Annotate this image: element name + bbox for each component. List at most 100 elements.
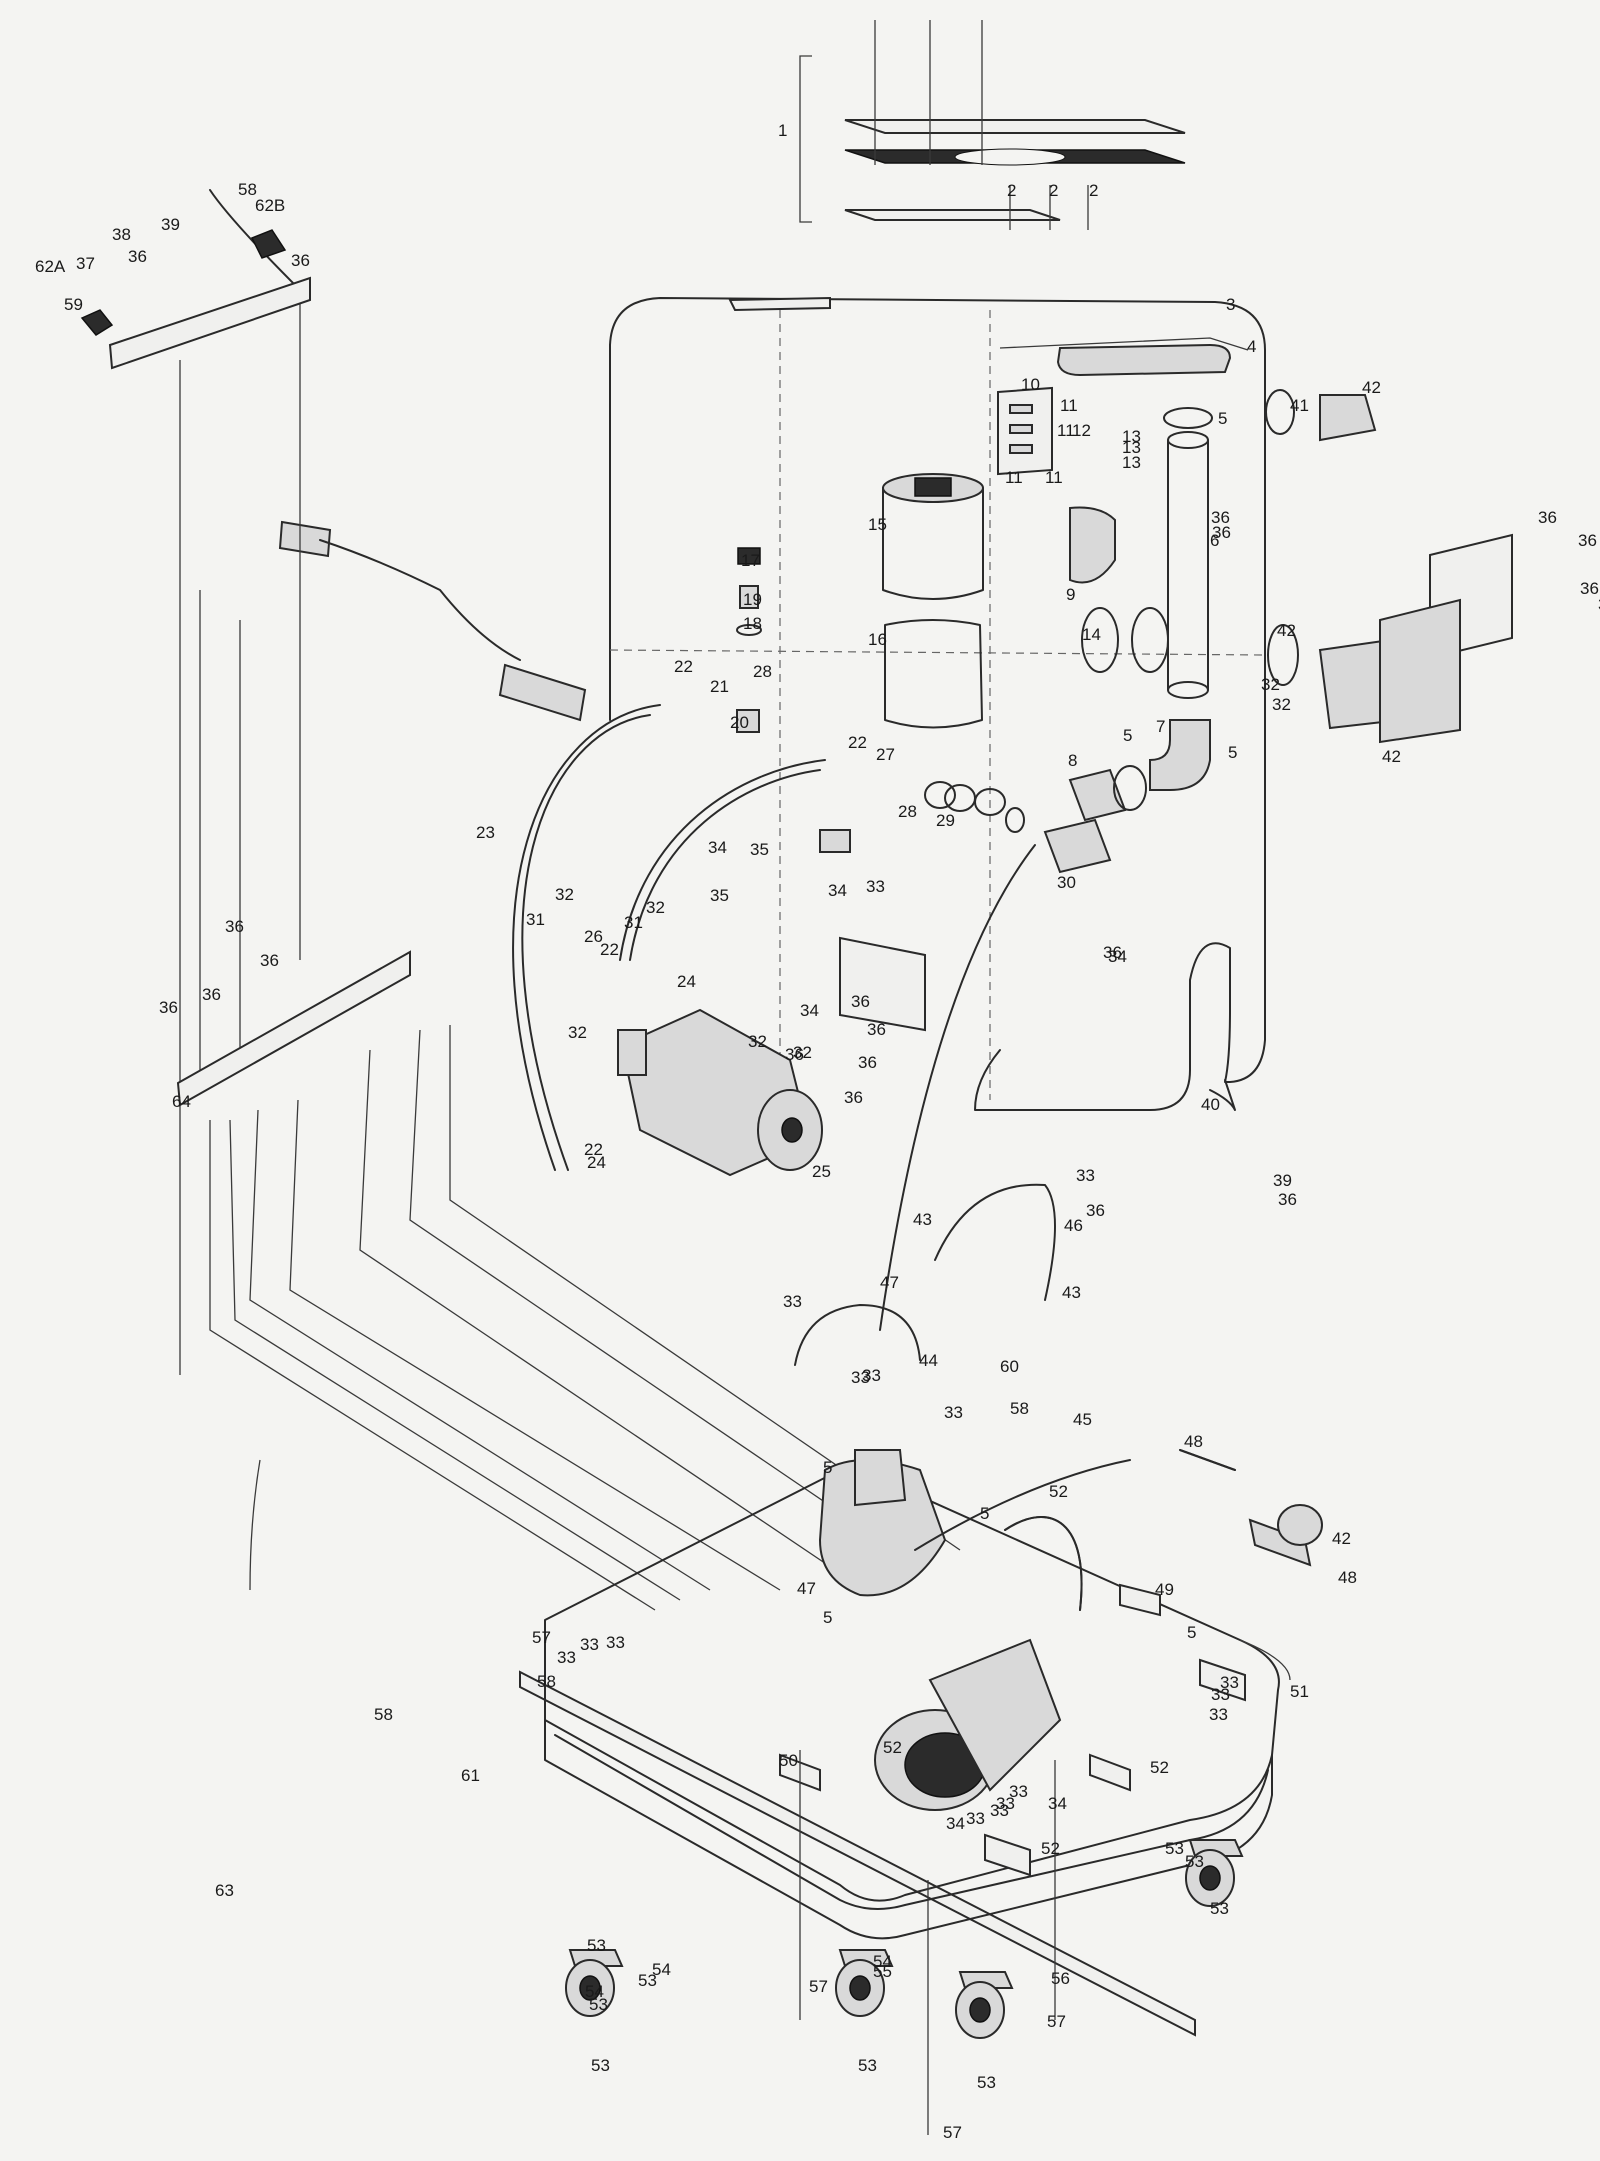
callout-label: 36 bbox=[1103, 943, 1122, 962]
callout-label: 52 bbox=[1041, 1839, 1060, 1858]
callout-label: 53 bbox=[587, 1936, 606, 1955]
callout-label: 52 bbox=[1049, 1482, 1068, 1501]
callout-label: 11 bbox=[1060, 396, 1078, 415]
callout-label: 22 bbox=[584, 1140, 603, 1159]
callout-label: 42 bbox=[1332, 1529, 1351, 1548]
callout-label: 54 bbox=[873, 1952, 892, 1971]
callout-label: 28 bbox=[898, 802, 917, 821]
callout-label: 13 bbox=[1122, 453, 1141, 472]
callout-label: 59 bbox=[64, 295, 83, 314]
callout-label: 11 bbox=[1057, 421, 1075, 440]
callout-label: 32 bbox=[1261, 675, 1280, 694]
callout-label: 30 bbox=[1057, 873, 1076, 892]
callout-label: 24 bbox=[587, 1153, 606, 1172]
callout-label: 14 bbox=[1082, 625, 1101, 644]
callout-label: 33 bbox=[557, 1648, 576, 1667]
top-panel-assembly bbox=[799, 20, 1186, 230]
callout-label: 58 bbox=[238, 180, 257, 199]
callout-label: 5 bbox=[1123, 726, 1132, 745]
callout-label: 13 bbox=[1122, 438, 1141, 457]
callout-label: 36 bbox=[1211, 508, 1230, 527]
callout-label: 36 bbox=[785, 1045, 804, 1064]
callout-label: 57 bbox=[1047, 2012, 1066, 2031]
callout-label: 22 bbox=[600, 940, 619, 959]
callout-label: 56 bbox=[1051, 1969, 1070, 1988]
callout-label: 9 bbox=[1066, 585, 1075, 604]
callout-label: 36 bbox=[867, 1020, 886, 1039]
callout-label: 23 bbox=[476, 823, 495, 842]
drive-motor bbox=[617, 1008, 823, 1177]
callout-label: 33 bbox=[1209, 1705, 1228, 1724]
callout-label: 46 bbox=[1064, 1216, 1083, 1235]
callout-label: 27 bbox=[876, 745, 895, 764]
callout-label: 31 bbox=[624, 913, 643, 932]
callout-label: 18 bbox=[743, 614, 762, 633]
callout-label: 53 bbox=[589, 1995, 608, 2014]
callout-label: 38 bbox=[112, 225, 131, 244]
callout-label: 19 bbox=[743, 590, 762, 609]
callout-label: 32 bbox=[748, 1032, 767, 1051]
callout-label: 36 bbox=[225, 917, 244, 936]
callout-label: 48 bbox=[1338, 1568, 1357, 1587]
callout-label: 45 bbox=[1073, 1410, 1092, 1429]
callout-label: 36 bbox=[202, 985, 221, 1004]
internal-components bbox=[278, 386, 1513, 1032]
callout-label: 36 bbox=[844, 1088, 863, 1107]
callout-label: 22 bbox=[848, 733, 867, 752]
callout-label: 33 bbox=[862, 1366, 881, 1385]
callout-label: 33 bbox=[851, 1368, 870, 1387]
callout-label: 39 bbox=[161, 215, 180, 234]
callout-label: 37 bbox=[76, 254, 95, 273]
callout-label: 36 bbox=[1580, 579, 1599, 598]
callout-label: 5 bbox=[1228, 743, 1237, 762]
assembly-lines bbox=[179, 290, 961, 1611]
callout-label: 33 bbox=[783, 1292, 802, 1311]
callout-label: 36 bbox=[1538, 508, 1557, 527]
callout-label: 36 bbox=[159, 998, 178, 1017]
callout-label: 63 bbox=[215, 1881, 234, 1900]
callout-label: 54 bbox=[652, 1960, 671, 1979]
callout-label: 26 bbox=[584, 927, 603, 946]
callout-label: 5 bbox=[1187, 1623, 1196, 1642]
callout-label: 36 bbox=[1578, 531, 1597, 550]
callout-label: 34 bbox=[828, 881, 847, 900]
callout-label: 36 bbox=[291, 251, 310, 270]
callout-label: 33 bbox=[944, 1403, 963, 1422]
callout-label: 5 bbox=[1218, 409, 1227, 428]
callout-label: 34 bbox=[946, 1814, 965, 1833]
callout-label: 49 bbox=[1155, 1580, 1174, 1599]
callout-label: 43 bbox=[1062, 1283, 1081, 1302]
callout-label: 34 bbox=[1108, 947, 1127, 966]
callout-label: 52 bbox=[883, 1738, 902, 1757]
callout-label: 43 bbox=[913, 1210, 932, 1229]
callout-label: 15 bbox=[868, 515, 887, 534]
callout-label: 11 bbox=[1005, 468, 1023, 487]
callout-label: 53 bbox=[977, 2073, 996, 2092]
callout-label: 11 bbox=[1045, 468, 1063, 487]
callout-label: 39 bbox=[1273, 1171, 1292, 1190]
callout-label: 36 bbox=[851, 992, 870, 1011]
callout-label: 40 bbox=[1201, 1095, 1220, 1114]
casters bbox=[565, 1750, 1244, 2135]
callout-label: 36 bbox=[1278, 1190, 1297, 1209]
callout-label: 33 bbox=[1211, 1685, 1230, 1704]
callout-label: 64 bbox=[172, 1092, 191, 1111]
callout-label: 53 bbox=[858, 2056, 877, 2075]
callout-label: 36 bbox=[128, 247, 147, 266]
callout-label: 58 bbox=[537, 1672, 556, 1691]
callout-label: 32 bbox=[646, 898, 665, 917]
callout-label: 33 bbox=[990, 1801, 1009, 1820]
callout-label: 36 bbox=[1086, 1201, 1105, 1220]
callout-label: 58 bbox=[374, 1705, 393, 1724]
callout-label: 53 bbox=[1165, 1839, 1184, 1858]
callout-label: 35 bbox=[710, 886, 729, 905]
callout-label: 16 bbox=[868, 630, 887, 649]
callout-label: 57 bbox=[532, 1628, 551, 1647]
callout-label: 22 bbox=[674, 657, 693, 676]
callout-label: 28 bbox=[753, 662, 772, 681]
callout-label: 60 bbox=[1000, 1357, 1019, 1376]
callout-label: 62B bbox=[255, 196, 285, 215]
callout-label: 52 bbox=[1150, 1758, 1169, 1777]
callout-label: 33 bbox=[1076, 1166, 1095, 1185]
